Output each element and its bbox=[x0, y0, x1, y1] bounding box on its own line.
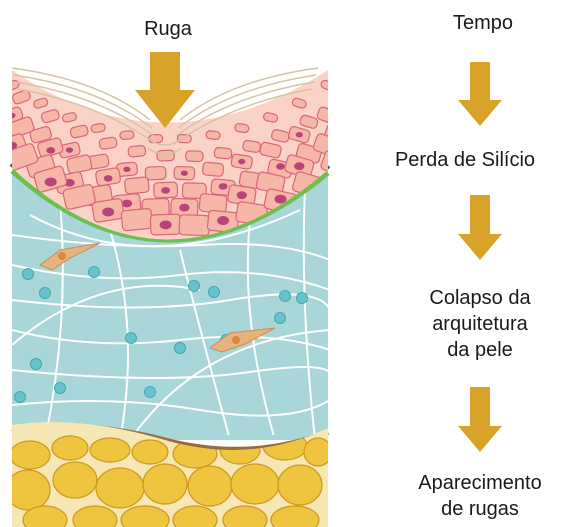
flow-step-2: Colapso da arquitetura da pele bbox=[390, 285, 566, 363]
flow-step-3: Aparecimento de rugas bbox=[390, 470, 566, 522]
flow-arrow-3 bbox=[458, 387, 502, 452]
flow-arrow-2 bbox=[458, 195, 502, 260]
flow-arrow-1 bbox=[458, 62, 502, 126]
flow-step-1: Perda de Silício bbox=[370, 147, 560, 173]
